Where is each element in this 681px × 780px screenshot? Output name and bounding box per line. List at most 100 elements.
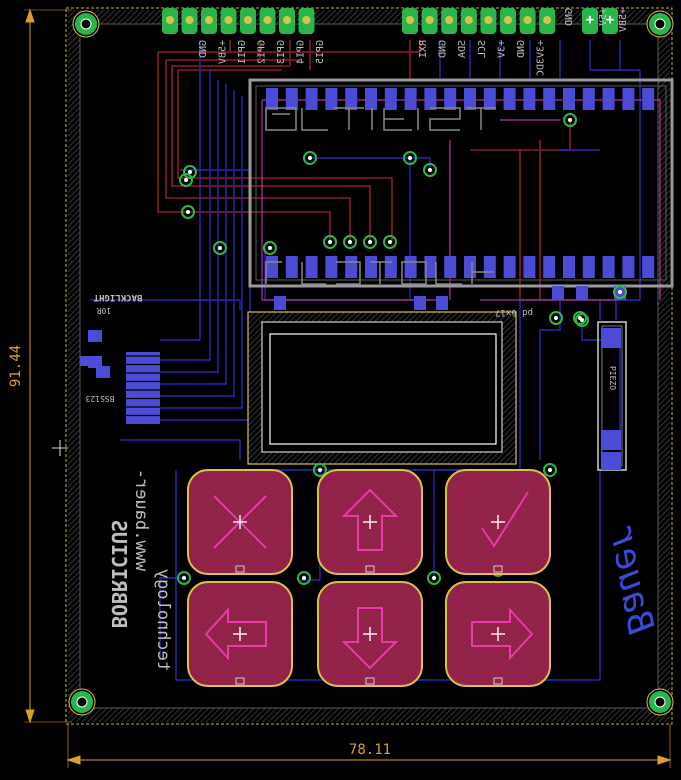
via-drill <box>408 156 412 160</box>
via <box>543 463 557 477</box>
header-pin-label: GPI4 <box>296 40 307 64</box>
header-drill <box>504 16 512 24</box>
display-pad-bottom <box>424 256 437 278</box>
display-pad-bottom <box>622 256 635 278</box>
display-pad-bottom <box>285 256 298 278</box>
display-pads <box>266 88 655 310</box>
via-drill <box>188 170 192 174</box>
via <box>177 571 191 585</box>
header-pin-label: +3V3DC <box>536 40 547 76</box>
dimension-lines <box>24 8 672 768</box>
header-pin-label: GND <box>564 8 575 26</box>
top-trace <box>165 60 190 199</box>
button-marker <box>235 565 245 573</box>
via <box>213 241 227 255</box>
button-left <box>187 581 293 687</box>
display-pad-top <box>563 88 575 110</box>
display-pad-bottom <box>523 256 536 278</box>
piezo-label: PIEZO <box>608 366 617 390</box>
header-drill <box>406 16 414 24</box>
display-pad-bottom <box>503 256 516 278</box>
header-pin-label: SCL <box>477 40 488 58</box>
header-drill <box>224 16 233 24</box>
display-pad-bottom <box>345 256 358 278</box>
header-drill <box>263 16 272 24</box>
header-pin-label: +5BV <box>618 8 629 32</box>
button-up <box>317 469 423 575</box>
backlight-label: BACKLIGHT <box>93 292 142 302</box>
header-pin-label: +5BV <box>218 40 229 64</box>
brand-text: BOBRICIUS <box>107 520 131 628</box>
button-right <box>445 581 551 687</box>
display-pad-bottom <box>266 256 278 278</box>
header-pin-label: GND <box>438 40 449 58</box>
via-drill <box>428 168 432 172</box>
display-pad-bottom <box>582 256 595 278</box>
display-pad-top <box>464 88 476 110</box>
display-pad-top <box>582 88 595 110</box>
smd-pad <box>436 296 448 310</box>
bottom-trace <box>160 70 211 361</box>
smd-pad <box>414 296 426 310</box>
bottom-trace <box>539 70 641 460</box>
display-label: pd 6x17 <box>495 307 533 317</box>
display-pad-top <box>424 88 437 110</box>
display-pad-bottom <box>602 256 615 278</box>
display-pad-top <box>622 88 635 110</box>
display-pad-top <box>305 88 318 110</box>
header-drill <box>166 16 174 24</box>
header-pin-label: RXI <box>418 40 429 58</box>
url-line-1: www.bauer- <box>131 469 151 571</box>
header-pin <box>602 8 618 34</box>
check-icon <box>481 491 529 548</box>
via-drill <box>308 156 312 160</box>
header-drill <box>543 16 552 24</box>
silk-trace <box>261 100 440 301</box>
via <box>303 151 317 165</box>
via <box>563 113 577 127</box>
top-trace <box>158 40 421 53</box>
via-drill <box>186 210 190 214</box>
display-pad-bottom <box>464 256 476 278</box>
via-drill <box>554 316 558 320</box>
via <box>313 463 327 477</box>
top-trace <box>190 197 351 242</box>
header-pin-label: SDA <box>457 40 468 58</box>
header-pin-label: +5V <box>598 8 609 26</box>
height-dimension: 91.44 <box>8 345 24 387</box>
display-pad-top <box>345 88 358 110</box>
display-pad-bottom <box>305 256 318 278</box>
via <box>383 235 397 249</box>
hole-drill <box>80 18 92 30</box>
via-drill <box>618 290 622 294</box>
smd-pad <box>576 286 588 300</box>
header-drill <box>302 16 311 24</box>
display-pad-top <box>384 88 397 110</box>
bottom-trace <box>160 96 243 409</box>
button-marker <box>365 565 375 573</box>
display-pad-top <box>266 88 278 110</box>
display-pad-bottom <box>563 256 575 278</box>
via <box>573 311 587 325</box>
hole-drill <box>654 18 666 30</box>
display-pad-top <box>365 88 377 110</box>
header-drill <box>185 16 194 24</box>
header-pin-label: GPI3 <box>276 40 287 64</box>
header-left-pins <box>162 8 315 34</box>
button-ok <box>445 469 551 575</box>
display-pad-top <box>285 88 298 110</box>
top-trace <box>157 52 190 213</box>
smd-pad <box>274 296 286 310</box>
transistor-pins <box>126 355 160 417</box>
display-pad-top <box>404 88 417 110</box>
width-dimension: 78.11 <box>349 742 391 758</box>
top-trace <box>190 211 331 242</box>
keypad <box>187 469 551 687</box>
via <box>549 311 563 325</box>
via <box>427 571 441 585</box>
via <box>343 235 357 249</box>
display-pad-bottom <box>325 256 338 278</box>
via-drill <box>182 576 186 580</box>
header-drill <box>244 16 252 24</box>
